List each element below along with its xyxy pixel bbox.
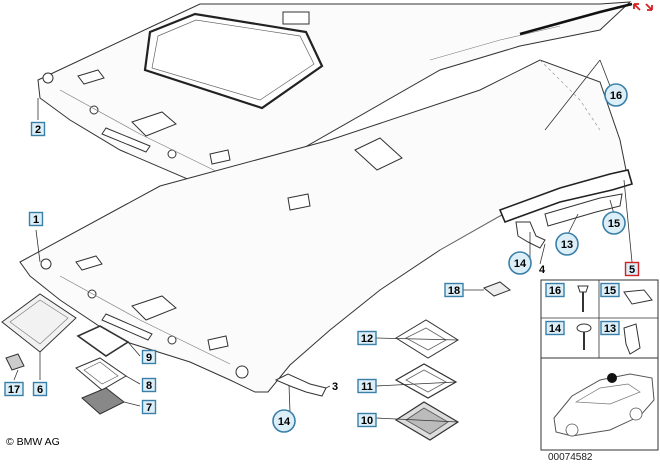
callout-5-frame bbox=[624, 261, 640, 277]
callout-14b-frame bbox=[272, 409, 296, 433]
callout-12-frame bbox=[357, 330, 377, 346]
callout-2-frame bbox=[30, 121, 46, 137]
headliner-upper bbox=[37, 1, 632, 216]
callout-8-frame bbox=[141, 377, 157, 393]
callout-14a: 14 bbox=[508, 251, 532, 275]
callout-13-text: 13 bbox=[561, 239, 573, 251]
handle-part-3 bbox=[274, 373, 327, 397]
callout-16-text: 16 bbox=[610, 90, 622, 102]
callout-15-text: 15 bbox=[608, 218, 620, 230]
legend-label-16-text: 16 bbox=[549, 285, 561, 297]
legend-label-13-text: 13 bbox=[604, 323, 616, 335]
handle-part-4 bbox=[515, 221, 546, 249]
callout-17-text: 17 bbox=[8, 384, 20, 396]
callout-14a-text: 14 bbox=[514, 258, 527, 270]
callout-18-frame bbox=[444, 282, 464, 298]
leader-lines bbox=[13, 59, 633, 423]
callout-17: 17 bbox=[4, 381, 24, 397]
headliner-lower bbox=[19, 59, 627, 393]
expand-arrows-icon[interactable] bbox=[633, 3, 653, 11]
callout-6: 6 bbox=[32, 381, 48, 397]
callout-16-frame bbox=[604, 83, 628, 107]
callout-10: 10 bbox=[357, 412, 377, 428]
callout-9-frame bbox=[141, 349, 157, 365]
callout-1: 1 bbox=[28, 211, 44, 227]
legend-label-13-frame bbox=[600, 320, 620, 336]
callout-11-frame bbox=[357, 378, 377, 394]
callout-6-frame bbox=[32, 381, 48, 397]
document-number: 00074582 bbox=[548, 452, 593, 463]
callout-9-text: 9 bbox=[146, 352, 152, 364]
frame-part-11 bbox=[394, 363, 458, 399]
callout-16: 16 bbox=[604, 83, 628, 107]
callout-18: 18 bbox=[444, 282, 464, 298]
callout-1-text: 1 bbox=[33, 214, 39, 226]
callout-14a-frame bbox=[508, 251, 532, 275]
callout-9: 9 bbox=[141, 349, 157, 365]
callout-3: 3 bbox=[332, 381, 338, 393]
rear-trim-strip-part-15 bbox=[544, 193, 623, 227]
location-marker bbox=[607, 373, 617, 383]
copyright-text: © BMW AG bbox=[6, 436, 60, 448]
callout-10-text: 10 bbox=[361, 415, 373, 427]
callout-7-frame bbox=[141, 399, 157, 415]
callout-1-frame bbox=[28, 211, 44, 227]
callout-14b-text: 14 bbox=[278, 416, 291, 428]
callout-12: 12 bbox=[357, 330, 377, 346]
callout-4-text: 4 bbox=[539, 264, 546, 276]
callout-5: 5 bbox=[624, 261, 640, 277]
callout-3-text: 3 bbox=[332, 381, 338, 393]
button-part-17 bbox=[5, 353, 25, 371]
rear-trim-strip bbox=[498, 169, 633, 224]
cover-part-6 bbox=[1, 293, 77, 353]
callout-12-text: 12 bbox=[361, 333, 373, 345]
callout-7-text: 7 bbox=[146, 402, 152, 414]
callout-8: 8 bbox=[141, 377, 157, 393]
callout-4: 4 bbox=[539, 264, 546, 276]
callout-10-frame bbox=[357, 412, 377, 428]
callout-5-text: 5 bbox=[629, 264, 635, 276]
clip-part-18 bbox=[483, 281, 511, 297]
callout-13: 13 bbox=[555, 232, 579, 256]
callout-15: 15 bbox=[602, 211, 626, 235]
legend-label-15: 15 bbox=[600, 282, 620, 298]
car-location-thumbnail bbox=[540, 357, 659, 451]
legend-label-13: 13 bbox=[600, 320, 620, 336]
legend-label-15-frame bbox=[600, 282, 620, 298]
callout-13-frame bbox=[555, 232, 579, 256]
edge-strip-upper bbox=[519, 2, 633, 36]
legend-label-16: 16 bbox=[545, 282, 565, 298]
callout-6-text: 6 bbox=[37, 384, 43, 396]
callout-2-text: 2 bbox=[35, 124, 41, 136]
callout-14b: 14 bbox=[272, 409, 296, 433]
callout-11: 11 bbox=[357, 378, 377, 394]
callout-7: 7 bbox=[141, 399, 157, 415]
callout-17-frame bbox=[4, 381, 24, 397]
callout-18-text: 18 bbox=[448, 285, 460, 297]
callout-8-text: 8 bbox=[146, 380, 152, 392]
legend-label-14: 14 bbox=[545, 320, 565, 336]
callout-11-text: 11 bbox=[361, 381, 373, 393]
callout-2: 2 bbox=[30, 121, 46, 137]
legend-label-14-text: 14 bbox=[549, 323, 562, 335]
lamp-part-7 bbox=[81, 387, 125, 415]
legend-label-16-frame bbox=[545, 282, 565, 298]
callout-15-frame bbox=[602, 211, 626, 235]
legend-label-14-frame bbox=[545, 320, 565, 336]
legend-label-15-text: 15 bbox=[604, 285, 616, 297]
